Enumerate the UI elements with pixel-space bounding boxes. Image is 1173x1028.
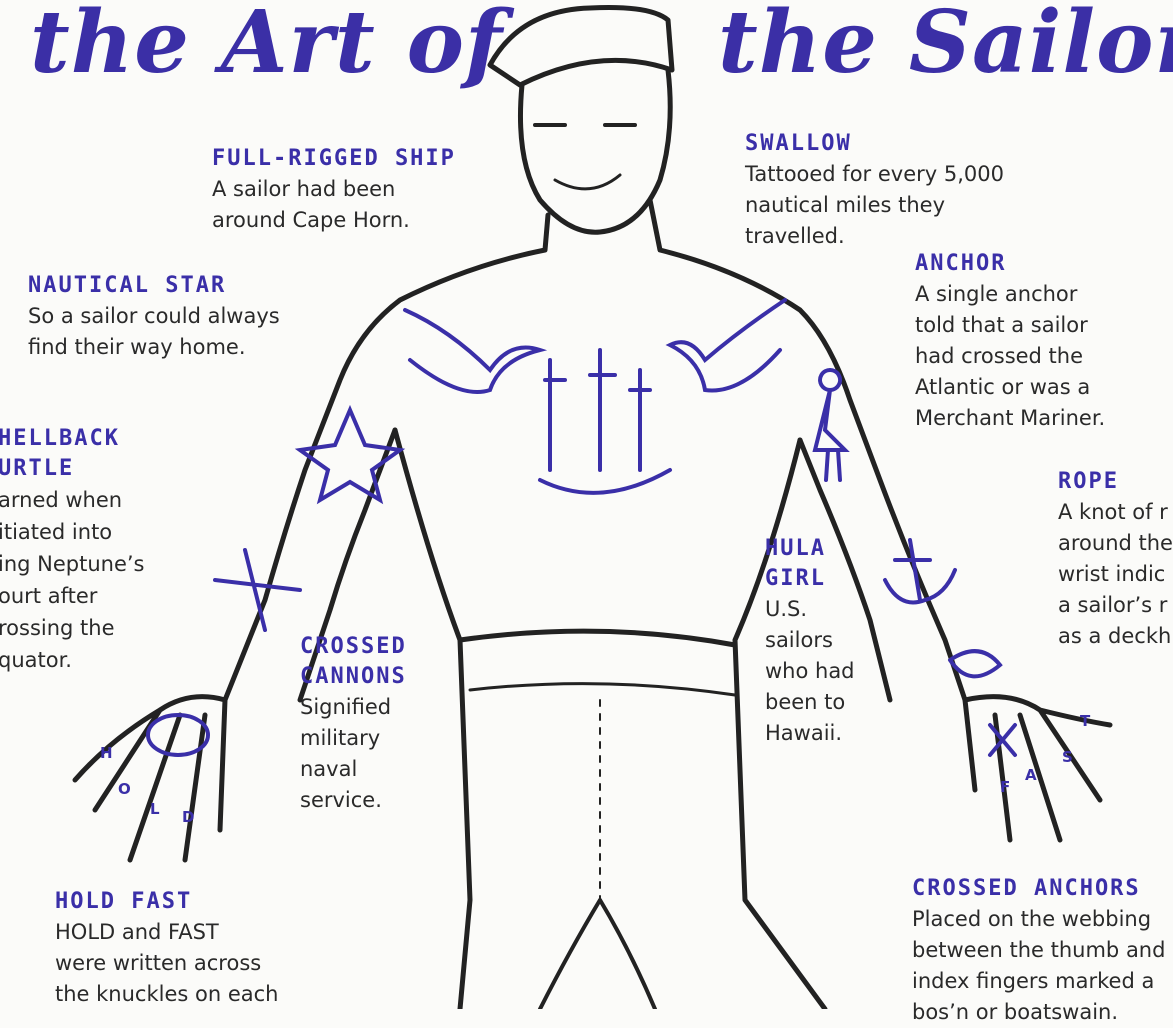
label-body: naval [300, 757, 358, 781]
label-body: A single anchor [915, 282, 1078, 306]
label-body: travelled. [745, 224, 845, 248]
label-body: sailors [765, 628, 833, 652]
label-heading: CROSSED ANCHORS [912, 876, 1141, 901]
sailor-torso [222, 212, 551, 703]
label-body: bos’n or boatswain. [912, 1000, 1119, 1024]
label-body: as a deckh [1058, 624, 1172, 648]
swallow-tattoo-right [665, 298, 787, 393]
label-body: quator. [0, 648, 72, 672]
knuckle-letter: F [1000, 778, 1011, 796]
sailor-hat [487, 5, 675, 88]
knuckle-letter: H [100, 744, 113, 762]
label-anchor: ANCHOR A single anchor told that a sailor… [915, 249, 1105, 434]
label-heading: NAUTICAL STAR [28, 273, 227, 298]
cannons-tattoo [213, 548, 302, 632]
label-heading: HULA [765, 536, 826, 561]
label-rope: ROPE A knot of r around the wrist indic a s… [1058, 467, 1173, 652]
title-left: the Art of [30, 0, 503, 93]
label-body: wrist indic [1058, 562, 1166, 586]
label-body: been to [765, 690, 846, 714]
label-heading: GIRL [765, 566, 826, 591]
label-body: who had [765, 659, 855, 683]
knuckle-letter: L [150, 800, 160, 818]
label-body: U.S. [765, 597, 808, 621]
label-heading: SWALLOW [745, 131, 852, 156]
knuckle-letter: S [1062, 748, 1073, 766]
label-heading: ANCHOR [915, 251, 1007, 276]
label-body: a sailor’s r [1058, 593, 1168, 617]
swallow-tattoo-left [403, 308, 548, 394]
label-heading: FULL-RIGGED SHIP [212, 146, 456, 171]
label-hold-fast: HOLD FAST HOLD and FAST were written acro… [55, 887, 278, 1010]
knuckle-letter: O [118, 780, 131, 798]
label-body: Placed on the webbing [912, 907, 1152, 931]
label-heading: CANNONS [300, 664, 407, 689]
label-body: service. [300, 788, 382, 812]
label-body: So a sailor could always [28, 304, 280, 328]
label-crossed-anchors: CROSSED ANCHORS Placed on the webbing bet… [912, 874, 1165, 1028]
label-body: told that a sailor [915, 313, 1088, 337]
label-heading: CROSSED [300, 634, 407, 659]
label-heading: ROPE [1058, 469, 1119, 494]
label-body: military [300, 726, 381, 750]
label-body: Tattooed for every 5,000 [745, 162, 1004, 186]
label-body: Atlantic or was a [915, 375, 1091, 399]
label-body: find their way home. [28, 335, 246, 359]
label-body: around Cape Horn. [212, 208, 410, 232]
knuckle-letter: T [1080, 712, 1091, 730]
label-body: arned when [0, 488, 123, 512]
right-hand [962, 694, 1113, 843]
label-body: index fingers marked a [912, 969, 1155, 993]
label-body: A knot of r [1058, 500, 1168, 524]
label-body: around the [1058, 531, 1173, 555]
label-nautical-star: NAUTICAL STAR So a sailor could always fi… [28, 271, 280, 363]
label-crossed-cannons: CROSSED CANNONS Signified military naval ser… [300, 632, 407, 816]
label-heading: URTLE [0, 456, 75, 481]
nautical-star-tattoo [294, 404, 406, 505]
label-body: had crossed the [915, 344, 1084, 368]
label-body: Merchant Mariner. [915, 406, 1106, 430]
crossed-anchors-tattoo [988, 723, 1017, 757]
ship-tattoo [538, 348, 672, 495]
label-body: rossing the [0, 616, 115, 640]
label-body: itiated into [0, 520, 113, 544]
label-body: HOLD and FAST [55, 920, 219, 944]
knuckle-letter: D [182, 808, 195, 826]
left-hand [72, 694, 228, 863]
hula-girl-tattoo [812, 368, 850, 482]
label-hula-girl: HULA GIRL U.S. sailors who had been to Hawaii… [765, 534, 855, 749]
label-body: Hawaii. [765, 721, 843, 745]
label-body: the knuckles on each [55, 982, 279, 1006]
label-shellback-turtle: HELLBACK URTLE arned when itiated into ing … [0, 424, 145, 676]
label-full-rigged-ship: FULL-RIGGED SHIP A sailor had been around… [212, 144, 456, 236]
label-body: A sailor had been [212, 177, 396, 201]
label-heading: HOLD FAST [55, 889, 193, 914]
label-body: ourt after [0, 584, 98, 608]
label-body: ing Neptune’s [0, 552, 145, 576]
turtle-tattoo [146, 713, 210, 757]
label-body: nautical miles they [745, 193, 946, 217]
rope-tattoo [948, 649, 1003, 679]
knuckle-letter: A [1025, 766, 1037, 784]
label-heading: HELLBACK [0, 426, 120, 451]
title-right: the Sailor [718, 0, 1173, 93]
label-body: were written across [55, 951, 262, 975]
sailor-head [518, 67, 673, 235]
label-body: between the thumb and [912, 938, 1166, 962]
label-body: Signified [300, 695, 392, 719]
anchor-tattoo [883, 538, 957, 605]
label-swallow: SWALLOW Tattooed for every 5,000 nautical… [745, 129, 1004, 252]
